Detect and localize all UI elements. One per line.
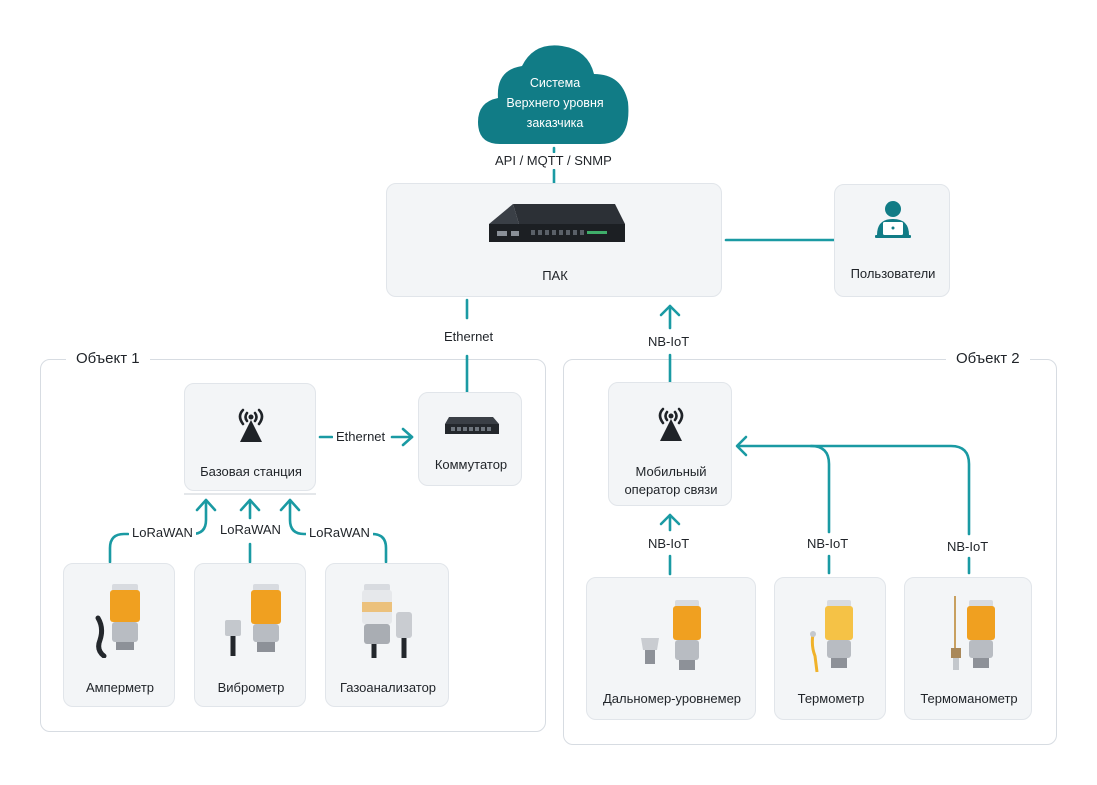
base-station-label: Базовая станция bbox=[200, 464, 302, 479]
device-card-vibrometer[interactable]: Виброметр bbox=[194, 563, 306, 707]
object1-title: Объект 1 bbox=[66, 350, 150, 367]
device-card-thermometer[interactable]: Термометр bbox=[774, 577, 886, 720]
device-card-range-meter[interactable]: Дальномер-уровнемер bbox=[586, 577, 756, 720]
api-protocol-label: API / MQTT / SNMP bbox=[492, 153, 615, 169]
mobile-operator-card[interactable]: Мобильный оператор связи bbox=[608, 382, 732, 506]
switch-card[interactable]: Коммутатор bbox=[418, 392, 522, 486]
mobile-operator-line-1: Мобильный bbox=[635, 464, 707, 479]
ethernet-top-label: Ethernet bbox=[441, 329, 497, 345]
gas-analyzer-sensor-icon bbox=[362, 584, 412, 658]
device-label-thermomanometer: Термоманометр bbox=[920, 691, 1018, 706]
cloud-label: Система Верхнего уровня заказчика bbox=[488, 73, 622, 133]
antenna-signal-icon bbox=[658, 407, 684, 441]
network-switch-icon bbox=[445, 417, 499, 434]
device-label-gas-analyzer: Газоанализатор bbox=[339, 680, 437, 695]
antenna-signal-icon bbox=[238, 408, 264, 442]
cloud-line-3: заказчика bbox=[526, 116, 584, 130]
device-card-thermomanometer[interactable]: Термоманометр bbox=[904, 577, 1032, 720]
thermomanometer-sensor-icon bbox=[951, 596, 995, 670]
cloud-line-1: Система bbox=[529, 76, 581, 90]
lorawan-label-2: LoRaWAN bbox=[217, 522, 284, 538]
ethernet-mid-label: Ethernet bbox=[333, 429, 389, 445]
cloud-shape bbox=[478, 45, 629, 144]
users-label: Пользователи bbox=[850, 266, 936, 281]
nbiot-tmano-label: NB-IoT bbox=[944, 539, 992, 555]
server-rack-icon bbox=[489, 204, 625, 242]
device-label-vibrometer: Виброметр bbox=[217, 680, 285, 695]
device-card-gas-analyzer[interactable]: Газоанализатор bbox=[325, 563, 449, 707]
nbiot-thermo-label: NB-IoT bbox=[804, 536, 852, 552]
device-label-ampermeter: Амперметр bbox=[85, 680, 155, 695]
pak-label: ПАК bbox=[542, 268, 568, 283]
base-station-card[interactable]: Базовая станция bbox=[184, 383, 316, 491]
lorawan-label-1: LoRaWAN bbox=[129, 525, 196, 541]
object2-title: Объект 2 bbox=[946, 350, 1030, 367]
ampermeter-sensor-icon bbox=[95, 584, 140, 658]
nbiot-range-label: NB-IoT bbox=[645, 536, 693, 552]
mobile-operator-label: Мобильный оператор связи bbox=[609, 463, 733, 499]
device-label-range-meter: Дальномер-уровнемер bbox=[602, 691, 742, 706]
pak-card[interactable]: ПАК bbox=[386, 183, 722, 297]
object2-frame bbox=[563, 359, 1057, 745]
range-meter-sensor-icon bbox=[641, 600, 701, 670]
cloud-line-2: Верхнего уровня bbox=[506, 96, 604, 110]
device-card-ampermeter[interactable]: Амперметр bbox=[63, 563, 175, 707]
lorawan-label-3: LoRaWAN bbox=[306, 525, 373, 541]
switch-label: Коммутатор bbox=[434, 457, 508, 472]
user-laptop-icon bbox=[875, 201, 911, 238]
thermometer-sensor-icon bbox=[810, 600, 853, 673]
nbiot-top-label: NB-IoT bbox=[645, 334, 693, 350]
users-card[interactable]: Пользователи bbox=[834, 184, 950, 297]
object1-frame bbox=[40, 359, 546, 732]
device-label-thermometer: Термометр bbox=[797, 691, 865, 706]
vibrometer-sensor-icon bbox=[225, 584, 281, 656]
mobile-operator-line-2: оператор связи bbox=[624, 482, 718, 497]
